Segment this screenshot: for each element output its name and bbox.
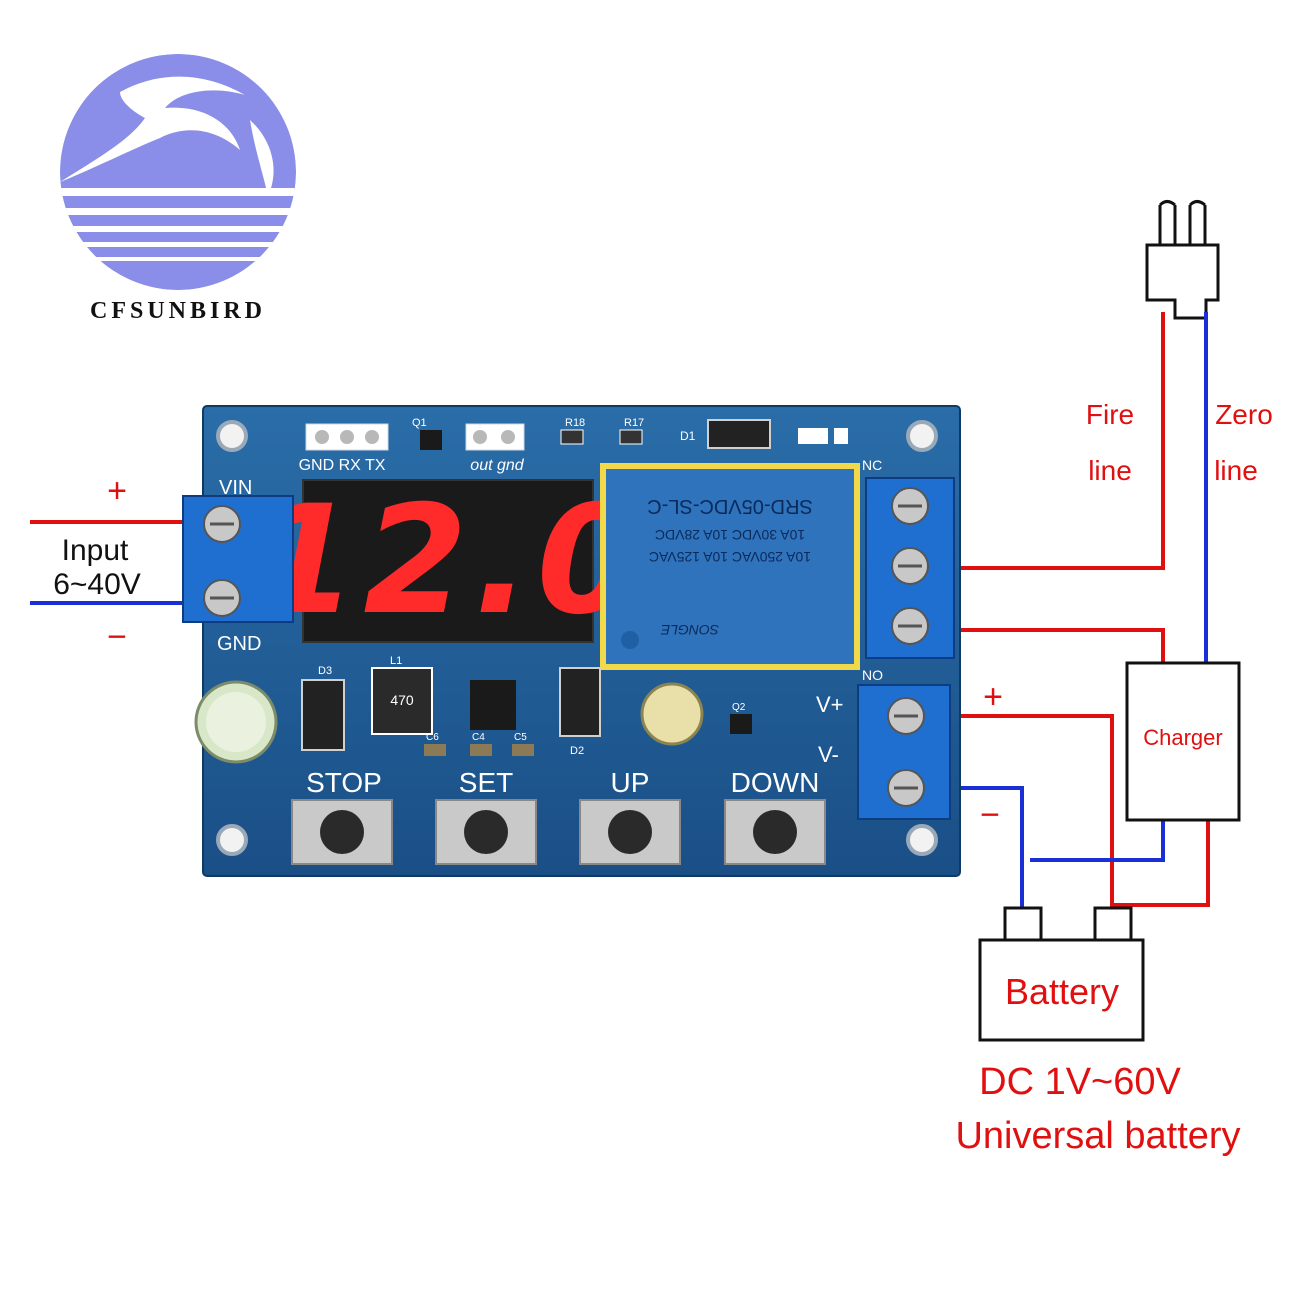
seven-segment-display: 12.0 <box>253 474 647 648</box>
inductor-marking: 470 <box>390 692 414 708</box>
input-label-line2: 6~40V <box>53 568 141 601</box>
battery-negative-terminal <box>1003 906 1043 942</box>
brand-logo: CFSUNBIRD <box>60 54 296 324</box>
zero-line-label-1: Zero <box>1215 399 1273 430</box>
q1-label: Q1 <box>412 417 427 429</box>
set-button[interactable] <box>435 799 537 865</box>
down-label: DOWN <box>731 767 820 798</box>
d3-label: D3 <box>318 665 332 677</box>
down-button[interactable] <box>724 799 826 865</box>
r17-label: R17 <box>624 417 644 429</box>
relay-model-text: SRD-05VDC-SL-C <box>647 495 813 517</box>
stop-label: STOP <box>306 767 382 798</box>
fire-line-label-1: Fire <box>1086 399 1134 430</box>
battery-positive-terminal <box>1093 906 1133 942</box>
relay-rating-2: 10A 250VAC 10A 125VAC <box>649 549 811 565</box>
zero-line-label-2: line <box>1214 455 1258 486</box>
battery-symbol: Battery <box>978 906 1145 1042</box>
relay-module-pcb: GND RX TX out gnd Q1 R18 R17 D1 12.0 SRD… <box>182 405 961 877</box>
c5-label: C5 <box>514 732 527 743</box>
gnd-label: GND <box>217 633 261 655</box>
d2-label: D2 <box>570 745 584 757</box>
battery-terminal-block <box>857 684 951 820</box>
battery-caption-line1: DC 1V~60V <box>979 1061 1181 1103</box>
l1-label: L1 <box>390 655 402 667</box>
set-label: SET <box>459 767 513 798</box>
c6-label: C6 <box>426 732 439 743</box>
relay-terminal-block <box>865 477 955 659</box>
battery-minus-label: − <box>980 796 1000 834</box>
battery-plus-label: + <box>983 678 1003 716</box>
nc-label: NC <box>862 457 882 473</box>
display-value: 12.0 <box>253 474 647 648</box>
logo-emblem-icon <box>60 54 296 290</box>
vin-label: VIN <box>219 477 252 499</box>
mains-plug-icon <box>1145 200 1220 320</box>
r18-label: R18 <box>565 417 585 429</box>
smd-components-top: Q1 R18 R17 D1 <box>412 417 848 450</box>
header-left-silkscreen: GND RX TX <box>299 457 386 474</box>
vplus-label: V+ <box>816 692 844 717</box>
battery-caption-line2: Universal battery <box>955 1115 1240 1157</box>
d1-label: D1 <box>680 429 696 443</box>
up-button[interactable] <box>579 799 681 865</box>
up-label: UP <box>611 767 650 798</box>
header-right-silkscreen: out gnd <box>470 457 524 474</box>
lower-components: D3 470 L1 D2 C6 C4 C5 Q2 <box>194 655 752 764</box>
stop-button[interactable] <box>291 799 393 865</box>
serial-header <box>305 423 525 451</box>
input-minus-label: − <box>107 618 127 656</box>
relay-rating-1: 10A 30VDC 10A 28VDC <box>655 527 805 543</box>
input-label-line1: Input <box>62 534 129 567</box>
battery-label: Battery <box>1005 971 1119 1012</box>
relay-brand: SONGLE <box>660 622 719 638</box>
q2-label: Q2 <box>732 702 746 713</box>
charger-label: Charger <box>1143 725 1222 750</box>
brand-name: CFSUNBIRD <box>90 298 266 324</box>
c4-label: C4 <box>472 732 485 743</box>
blue-wires <box>30 312 1208 908</box>
charger-box: Charger <box>1125 661 1241 822</box>
relay: SRD-05VDC-SL-C 10A 30VDC 10A 28VDC 10A 2… <box>600 463 860 670</box>
fire-line-label-2: line <box>1088 455 1132 486</box>
mounting-hole-icon <box>216 420 938 856</box>
input-plus-label: + <box>107 472 127 510</box>
no-label: NO <box>862 667 883 683</box>
vminus-label: V- <box>818 742 839 767</box>
input-terminal-block <box>182 495 294 623</box>
